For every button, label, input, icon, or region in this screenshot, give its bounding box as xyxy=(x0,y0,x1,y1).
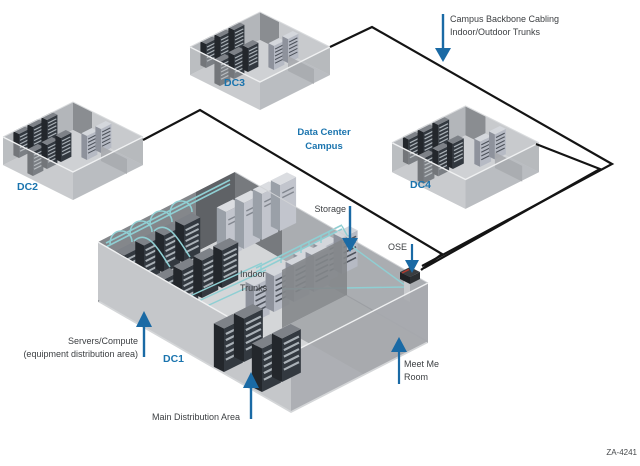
mda-arrow-icon xyxy=(243,372,259,419)
servers-arrow-icon xyxy=(136,311,152,357)
backbone-label-line2: Indoor/Outdoor Trunks xyxy=(450,27,541,37)
ose-red-accent xyxy=(401,268,410,274)
dc4-backbone-cable xyxy=(423,142,603,269)
dc1-building xyxy=(97,171,429,413)
backbone-label-line1: Campus Backbone Cabling xyxy=(450,14,559,24)
indoor-trunks-label-line2: Trunks xyxy=(240,283,268,293)
trunk-hook-loops xyxy=(109,200,193,268)
leader-arrows xyxy=(136,14,451,419)
meetme-label-line2: Room xyxy=(404,372,428,382)
mda-label: Main Distribution Area xyxy=(152,412,240,422)
ose-label: OSE xyxy=(388,242,407,252)
meetme-label-line1: Meet Me xyxy=(404,359,439,369)
dc4-label: DC4 xyxy=(410,179,431,191)
backbone-arrow-icon xyxy=(435,14,451,62)
dc2-label: DC2 xyxy=(17,181,38,193)
campus-label-line1: Data Center xyxy=(297,127,351,138)
figure-id: ZA-4241 xyxy=(606,448,637,457)
campus-backbone-cables xyxy=(142,25,615,271)
ose-arrow-icon xyxy=(405,244,419,273)
ose-box xyxy=(400,267,420,284)
dc1-front-right-wall xyxy=(291,283,428,411)
storage-label: Storage xyxy=(314,204,346,214)
dc3-label: DC3 xyxy=(224,77,245,89)
dc1-front-left-wall xyxy=(98,242,291,411)
campus-label-line2: Campus xyxy=(305,141,342,152)
servers-label-line2: (equipment distribution area) xyxy=(23,349,138,359)
dc1-back-rim xyxy=(234,171,429,284)
indoor-trunks-label-line1: Indoor xyxy=(240,269,266,279)
dc1-label: DC1 xyxy=(163,353,184,365)
storage-arrow-icon xyxy=(342,206,358,252)
servers-label-line1: Servers/Compute xyxy=(68,336,138,346)
meetme-arrow-icon xyxy=(391,337,407,384)
